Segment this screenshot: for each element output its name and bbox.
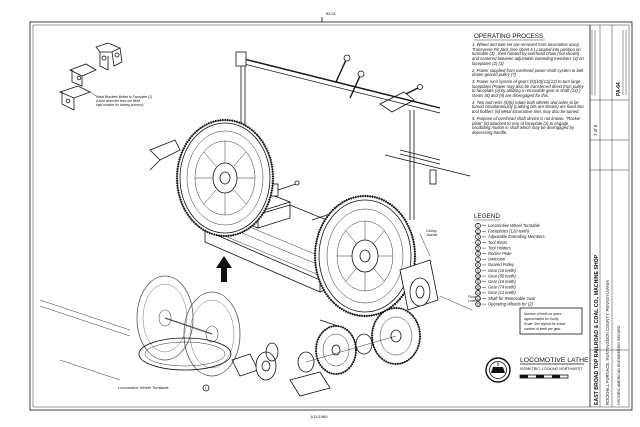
legend-number-circle bbox=[475, 228, 481, 235]
legend-number: 6 bbox=[477, 252, 479, 256]
legend-number-circle bbox=[475, 250, 481, 257]
legend-item-text: Adjustable Extending Members bbox=[487, 234, 545, 239]
note-line-1: Number of teeth on gears bbox=[524, 312, 562, 316]
legend-item-text: Tool Holders bbox=[488, 245, 511, 250]
note-line-4: number of teeth per gear. bbox=[524, 327, 561, 331]
sheet-number: 7 of 8 bbox=[593, 124, 598, 136]
legend-number: 10 bbox=[476, 274, 480, 278]
drawing-title-sub: ISOMETRIC, LOOKING NORTHWEST bbox=[520, 367, 583, 371]
title-block-small-print bbox=[591, 30, 627, 95]
legend-item-text: Gear (12 teeth) bbox=[488, 290, 516, 295]
metal-brackets-note-1: Metal Brackets Bolted to Faceplate (2) bbox=[96, 95, 152, 99]
legend-item-text: Geared Pulley bbox=[488, 262, 515, 267]
turntable-label: Locomotive Wheel Turntable bbox=[118, 385, 169, 390]
legend: LEGEND 1 Locomotive Wheel Turntable 2 Facep… bbox=[474, 213, 545, 307]
title-block-line-3: HISTORIC AMERICAN ENGINEERING RECORD bbox=[617, 325, 621, 405]
legend-item-text: Gear (80 teeth) bbox=[488, 273, 516, 278]
legend-item-text: Tool Rests bbox=[488, 240, 507, 245]
legend-number: 9 bbox=[477, 269, 479, 273]
floor-level-leader bbox=[439, 295, 473, 311]
legend-number: 11 bbox=[476, 280, 480, 284]
legend-number: 1 bbox=[477, 224, 479, 228]
floor-level-label-2: Level bbox=[468, 299, 476, 303]
overhead-shaft-device bbox=[235, 51, 471, 220]
title-block-line-2: ROCKHILL FURNACE, HUNTINGDON COUNTY, PEN… bbox=[605, 280, 610, 405]
legend-number: 7 bbox=[477, 258, 479, 262]
drawing-title: LOCOMOTIVE LATHE ISOMETRIC, LOOKING NORT… bbox=[519, 357, 589, 379]
gear-train bbox=[289, 307, 421, 397]
survey-number: PA-64 bbox=[616, 82, 622, 96]
operating-process-heading: OPERATING PROCESS bbox=[474, 33, 543, 40]
floor-level-label-1: Floor bbox=[468, 295, 477, 299]
turntable-callout-circle bbox=[202, 384, 210, 392]
sheet-inner-border bbox=[32, 24, 630, 408]
legend-number-circle bbox=[475, 267, 481, 274]
legend-number-circle bbox=[475, 295, 481, 302]
legend-number: 14 bbox=[476, 297, 480, 301]
metal-brackets-note-2: (Used when the tires are fitted bbox=[96, 99, 140, 103]
note-line-2: approximated for clarity. bbox=[524, 317, 559, 321]
legend-item-text: Gear (16 teeth) bbox=[488, 279, 516, 284]
legend-number-circle bbox=[475, 256, 481, 263]
note-line-3: Scale: See legend for actual bbox=[524, 322, 566, 326]
scale-bar bbox=[519, 374, 569, 379]
legend-number: 8 bbox=[477, 263, 479, 267]
sheet-top-number: 54.01 bbox=[326, 11, 337, 16]
title-block: EAST BROAD TOP RAILROAD & COAL CO., MACH… bbox=[589, 25, 629, 407]
process-step: 2. Power supplied from overhead power sh… bbox=[472, 67, 584, 78]
sheet-border bbox=[29, 21, 633, 411]
title-block-line-1: EAST BROAD TOP RAILROAD & COAL CO., MACH… bbox=[594, 254, 600, 405]
process-step: 3. Power runs system of gears (9)(10)(11… bbox=[472, 78, 584, 99]
left-faceplate bbox=[149, 118, 275, 238]
legend-number: 3 bbox=[477, 235, 479, 239]
legend-number-circle bbox=[475, 290, 481, 296]
legend-number-circle bbox=[475, 245, 481, 251]
legend-number-circle bbox=[475, 234, 481, 240]
legend-number: 5 bbox=[477, 246, 479, 250]
legend-number-circle bbox=[475, 239, 481, 246]
legend-item-text: Faceplates (120 teeth) bbox=[488, 229, 530, 234]
legend-item-text: Gear (74 teeth) bbox=[488, 285, 516, 290]
legend-item-text: Gear (16 teeth) bbox=[488, 268, 516, 273]
wheel-turntable bbox=[39, 275, 279, 381]
metal-brackets-note-3: rigid rotation for turning process) bbox=[96, 103, 143, 107]
gear-note: Number of teeth on gears approximated fo… bbox=[519, 307, 583, 335]
drawing-title-main: LOCOMOTIVE LATHE bbox=[520, 357, 589, 364]
legend-number-circle bbox=[475, 222, 481, 229]
right-faceplate bbox=[313, 194, 417, 318]
legend-number: 12 bbox=[476, 286, 480, 290]
metal-brackets-illustration bbox=[58, 42, 123, 111]
legend-item-text: Rocker Plate bbox=[488, 251, 512, 256]
legend-items: 1 Locomotive Wheel Turntable 2 Faceplates (… bbox=[475, 222, 545, 307]
legend-heading: LEGEND bbox=[474, 213, 500, 220]
operating-process-steps: 1. Wheel and axle set are removed from l… bbox=[472, 43, 584, 135]
legend-number: 4 bbox=[477, 241, 479, 245]
legend-number-circle bbox=[475, 273, 481, 279]
journal-label: Journal bbox=[425, 233, 437, 237]
legend-number-circle bbox=[475, 284, 481, 291]
legend-number: 2 bbox=[477, 230, 479, 234]
casing-label: Casing bbox=[426, 229, 437, 233]
legend-item-text: Shaft for Removable Gear bbox=[488, 296, 536, 301]
direction-arrow bbox=[216, 256, 232, 282]
process-step: 4. Two tool rests (5)(6) rotate both whe… bbox=[472, 99, 584, 115]
legend-number: 15 bbox=[476, 302, 480, 306]
process-step: 1. Wheel and axle set are removed from l… bbox=[472, 43, 584, 66]
legend-number-circle bbox=[475, 278, 481, 285]
legend-number-circle bbox=[475, 262, 481, 268]
operating-process: OPERATING PROCESS bbox=[474, 33, 545, 41]
legend-item-text: Operating Wheels for (2) bbox=[488, 301, 533, 306]
legend-number: 13 bbox=[476, 291, 480, 295]
casing-journal bbox=[399, 233, 439, 311]
legend-item-text: Unknown bbox=[488, 257, 506, 262]
legend-number-circle bbox=[475, 301, 481, 307]
legend-item-text: Locomotive Wheel Turntable bbox=[488, 223, 541, 228]
sheet-bottom-number: 1/11/1989 bbox=[310, 414, 328, 419]
process-step: 5. Purpose of overhead shaft device is n… bbox=[472, 115, 581, 135]
haer-logo-icon bbox=[485, 357, 511, 383]
turntable-callout-number: 1 bbox=[205, 387, 207, 391]
